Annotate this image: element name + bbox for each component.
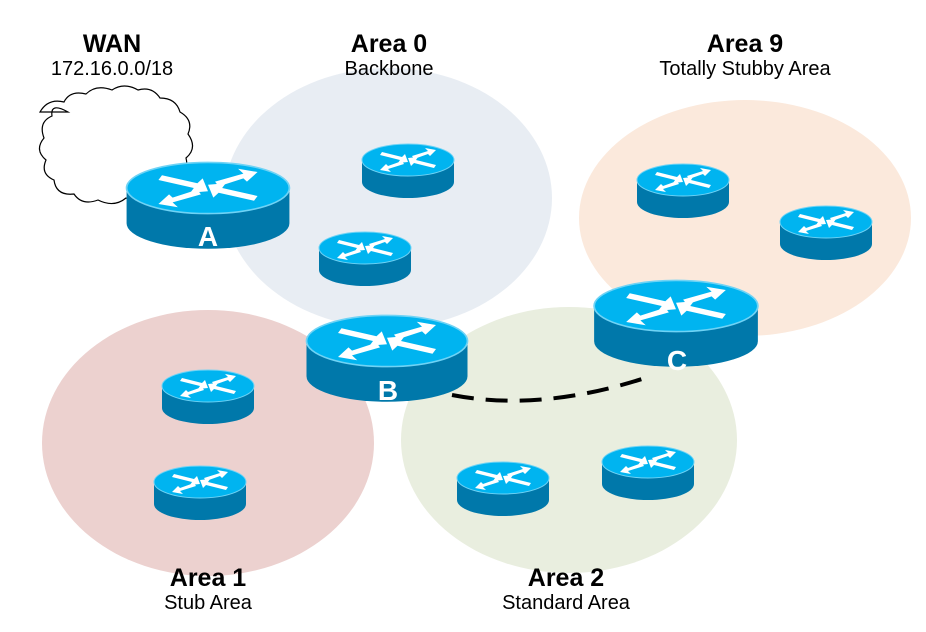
area-0-subtitle: Backbone (344, 58, 434, 80)
router-icon[interactable] (318, 231, 412, 287)
area-2-subtitle: Standard Area (502, 592, 630, 614)
wan-label: WAN 172.16.0.0/18 (51, 30, 173, 80)
area-2-label: Area 2 Standard Area (502, 564, 630, 614)
area-2-title: Area 2 (527, 564, 605, 592)
area-1-title: Area 1 (169, 564, 247, 592)
area-9-subtitle: Totally Stubby Area (659, 58, 831, 80)
router-icon[interactable] (361, 143, 455, 199)
area-1-label: Area 1 Stub Area (164, 564, 252, 614)
area-9-title: Area 9 (706, 30, 784, 58)
area-9-label: Area 9 Totally Stubby Area (659, 30, 830, 80)
router-c-label: C (667, 345, 687, 376)
router-icon[interactable] (779, 205, 873, 261)
wan-subnet: 172.16.0.0/18 (50, 58, 174, 80)
router-icon[interactable] (456, 461, 550, 517)
router-b-label: B (378, 375, 398, 406)
router-c[interactable]: C (593, 279, 759, 376)
router-icon[interactable] (153, 465, 247, 521)
router-b[interactable]: B (305, 314, 469, 406)
router-icon[interactable] (636, 163, 730, 219)
router-a[interactable]: A (125, 161, 291, 252)
router-icon[interactable] (601, 445, 695, 501)
area-0-label: Area 0 Backbone (345, 30, 434, 80)
area-1-subtitle: Stub Area (164, 592, 252, 614)
router-icon[interactable] (161, 369, 255, 425)
router-a-label: A (198, 221, 218, 252)
area-9-region (579, 100, 911, 336)
area-0-title: Area 0 (350, 30, 428, 58)
wan-title: WAN (82, 30, 142, 58)
area-0-region (224, 68, 552, 328)
area-1-region (42, 310, 374, 576)
